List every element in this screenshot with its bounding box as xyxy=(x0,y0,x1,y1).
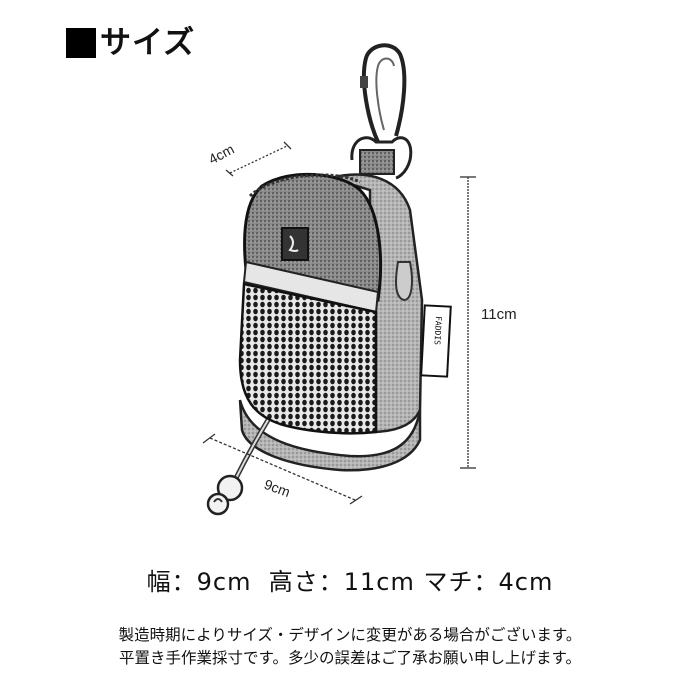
dimension-lines xyxy=(202,141,476,505)
note-line-1: 製造時期によりサイズ・デザインに変更がある場合がございます。 xyxy=(118,626,582,644)
bag-body: FADDIS xyxy=(206,172,452,516)
cord-stopper-icon xyxy=(206,474,244,516)
disclaimer-notes: 製造時期によりサイズ・デザインに変更がある場合がございます。 平置き手作業採寸で… xyxy=(0,624,700,670)
height-dimension-label: 11cm xyxy=(481,306,517,323)
carabiner-icon xyxy=(350,43,413,180)
title-text: サイズ xyxy=(100,25,196,61)
product-illustration: FADDIS xyxy=(202,43,476,516)
svg-text:FADDIS: FADDIS xyxy=(432,316,443,346)
brand-tag: FADDIS xyxy=(420,304,452,378)
section-title: サイズ xyxy=(66,26,195,60)
black-square-icon xyxy=(66,28,96,58)
size-specs: 幅：9cm 高さ：11cm マチ：4cm xyxy=(146,568,554,596)
note-line-2: 平置き手作業採寸です。多少の誤差はご了承お願い申し上げます。 xyxy=(119,649,581,667)
